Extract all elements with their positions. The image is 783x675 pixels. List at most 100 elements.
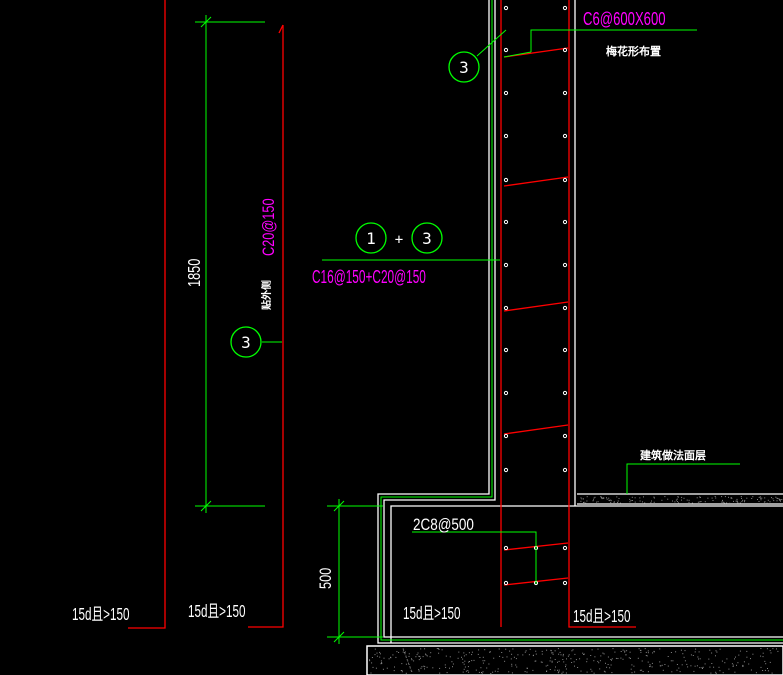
hatch-speck <box>401 671 403 673</box>
hatch-speck <box>610 500 612 502</box>
hatch-speck <box>558 671 560 673</box>
hatch-speck <box>776 500 778 502</box>
hatch-speck <box>567 655 569 657</box>
hatch-speck <box>482 660 484 662</box>
hatch-speck <box>551 652 553 654</box>
hatch-speck <box>608 497 610 499</box>
rebar-dot <box>562 262 568 268</box>
hatch-speck <box>438 652 440 654</box>
hatch-speck <box>630 500 632 502</box>
hatch-speck <box>404 652 405 654</box>
hatch-speck <box>560 654 562 656</box>
hatch-speck <box>411 658 412 660</box>
hatch-speck <box>394 666 395 668</box>
hatch-speck <box>634 501 636 503</box>
hatch-speck <box>611 658 613 660</box>
hatch-speck <box>596 501 598 503</box>
hatch-speck <box>580 670 582 672</box>
hatch-speck <box>653 650 655 652</box>
hatch-speck <box>482 656 484 658</box>
hatch-speck <box>484 660 486 662</box>
hatch-speck <box>603 670 605 672</box>
hatch-speck <box>676 498 678 500</box>
hatch-speck <box>715 497 717 499</box>
hatch-speck <box>561 672 563 674</box>
hatch-speck <box>697 656 699 658</box>
hatch-speck <box>551 661 553 663</box>
hatch-speck <box>640 651 642 653</box>
hatch-speck <box>721 660 723 662</box>
hatch-speck <box>402 651 404 653</box>
hatch-speck <box>707 497 709 499</box>
hatch-speck <box>509 650 511 652</box>
hatch-speck <box>646 655 648 657</box>
hatch-speck <box>471 651 473 653</box>
callout-mid-1[interactable]: 1 <box>355 222 387 254</box>
hatch-speck <box>731 663 733 665</box>
hatch-speck <box>562 653 564 655</box>
hatch-speck <box>379 653 381 655</box>
hatch-speck <box>735 500 737 502</box>
hatch-speck <box>515 664 517 666</box>
hatch-speck <box>583 498 584 500</box>
hatch-speck <box>571 662 573 663</box>
hatch-speck <box>701 667 703 669</box>
hatch-speck <box>580 500 582 502</box>
hatch-speck <box>629 498 631 500</box>
callout-top-3[interactable]: 3 <box>448 51 480 83</box>
hatch-speck <box>424 666 426 668</box>
hatch-speck <box>737 502 739 504</box>
hatch-speck <box>579 658 581 660</box>
label-vert-bar-note: 贴外侧 <box>260 280 273 311</box>
callout-left-3[interactable]: 3 <box>230 326 262 358</box>
hatch-speck <box>765 663 767 665</box>
hatch-speck <box>515 658 517 660</box>
hatch-speck <box>400 670 402 671</box>
hatch-speck <box>640 649 642 651</box>
hatch-speck <box>379 656 381 658</box>
hatch-speck <box>690 665 692 667</box>
hatch-speck <box>477 653 479 655</box>
hatch-speck <box>401 670 403 671</box>
hatch-speck <box>683 497 685 499</box>
hatch-speck <box>499 655 501 657</box>
hatch-speck <box>715 655 716 657</box>
callout-mid-3[interactable]: 3 <box>411 222 443 254</box>
callout-top-label: 3 <box>459 58 469 77</box>
hatch-speck <box>381 663 383 664</box>
hatch-speck <box>729 502 731 504</box>
hatch-speck <box>401 663 403 665</box>
hatch-speck <box>614 651 616 653</box>
hatch-speck <box>755 672 757 674</box>
hatch-speck <box>549 669 551 670</box>
hatch-speck <box>594 496 596 498</box>
callout-mid-1-label: 1 <box>366 229 376 248</box>
hatch-speck <box>586 500 588 502</box>
hatch-speck <box>604 671 606 673</box>
hatch-speck <box>647 650 649 652</box>
hatch-speck <box>766 502 768 504</box>
hatch-speck <box>535 660 537 662</box>
hatch-speck <box>606 497 607 499</box>
hatch-speck <box>716 651 718 653</box>
hatch-speck <box>677 502 679 504</box>
hatch-speck <box>583 502 584 503</box>
hatch-speck <box>762 656 764 658</box>
hatch-speck <box>746 497 748 499</box>
label-tie-note: 梅花形布置 <box>606 44 661 58</box>
hatch-speck <box>777 498 779 499</box>
hatch-speck <box>722 501 724 503</box>
label-combined-spec: C16@150+C20@150 <box>312 268 426 288</box>
hatch-speck <box>764 501 766 503</box>
hatch-speck <box>419 656 421 658</box>
hatch-speck <box>380 660 382 662</box>
hatch-speck <box>563 661 565 663</box>
rebar-dot <box>562 347 568 353</box>
hatch-speck <box>423 665 425 667</box>
hatch-speck <box>653 501 655 503</box>
hatch-speck <box>664 496 666 498</box>
hatch-speck <box>709 666 711 668</box>
hatch-speck <box>738 654 740 656</box>
hatch-speck <box>462 671 464 673</box>
